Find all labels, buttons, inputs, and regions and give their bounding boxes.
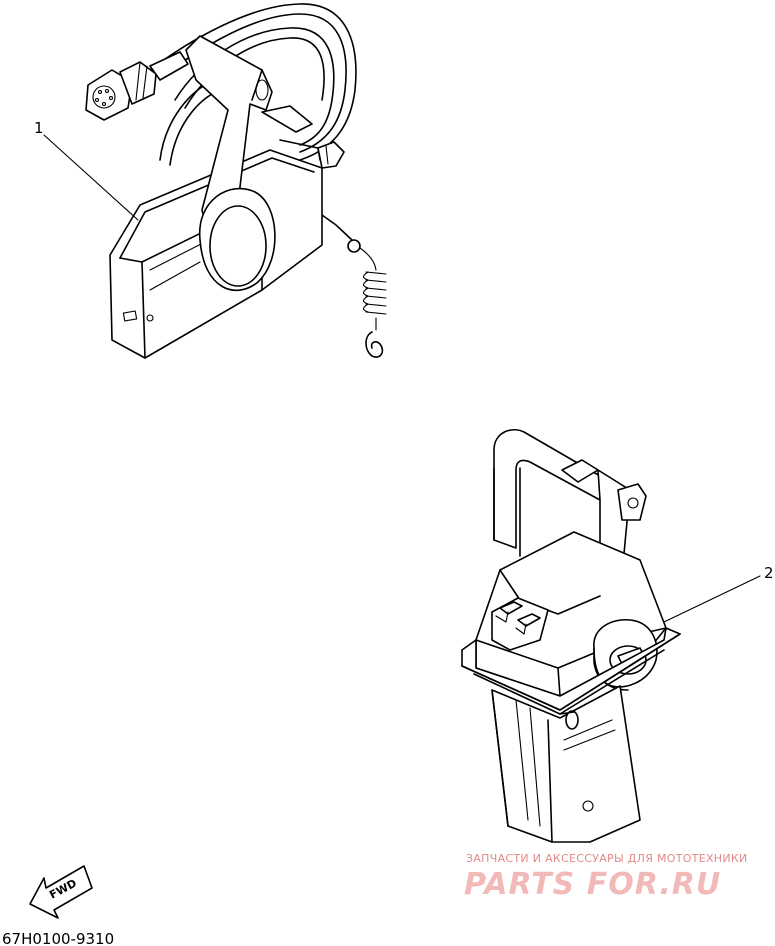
watermark-brand: PARTS FOR.RU [464, 867, 721, 902]
harness-connector [85, 51, 189, 121]
callout-1-leader [43, 134, 139, 221]
fwd-arrow: FWD [29, 865, 93, 919]
watermark-tagline: ЗАПЧАСТИ И АКСЕССУАРЫ ДЛЯ МОТОТЕХНИКИ [466, 852, 748, 865]
binnacle-body [475, 531, 667, 697]
part-2-binnacle-control[interactable] [461, 428, 761, 843]
drawing-code: 67H0100-9310 [2, 930, 114, 946]
throttle-lever[interactable] [185, 35, 276, 292]
pedestal [491, 685, 641, 843]
trim-switch[interactable] [491, 597, 549, 651]
lanyard-cord [321, 214, 387, 358]
callout-2-label: 2 [764, 564, 774, 582]
callout-1-label: 1 [34, 119, 44, 137]
callout-2-leader [663, 575, 761, 623]
part-1-remote-control-box[interactable] [43, 3, 387, 359]
